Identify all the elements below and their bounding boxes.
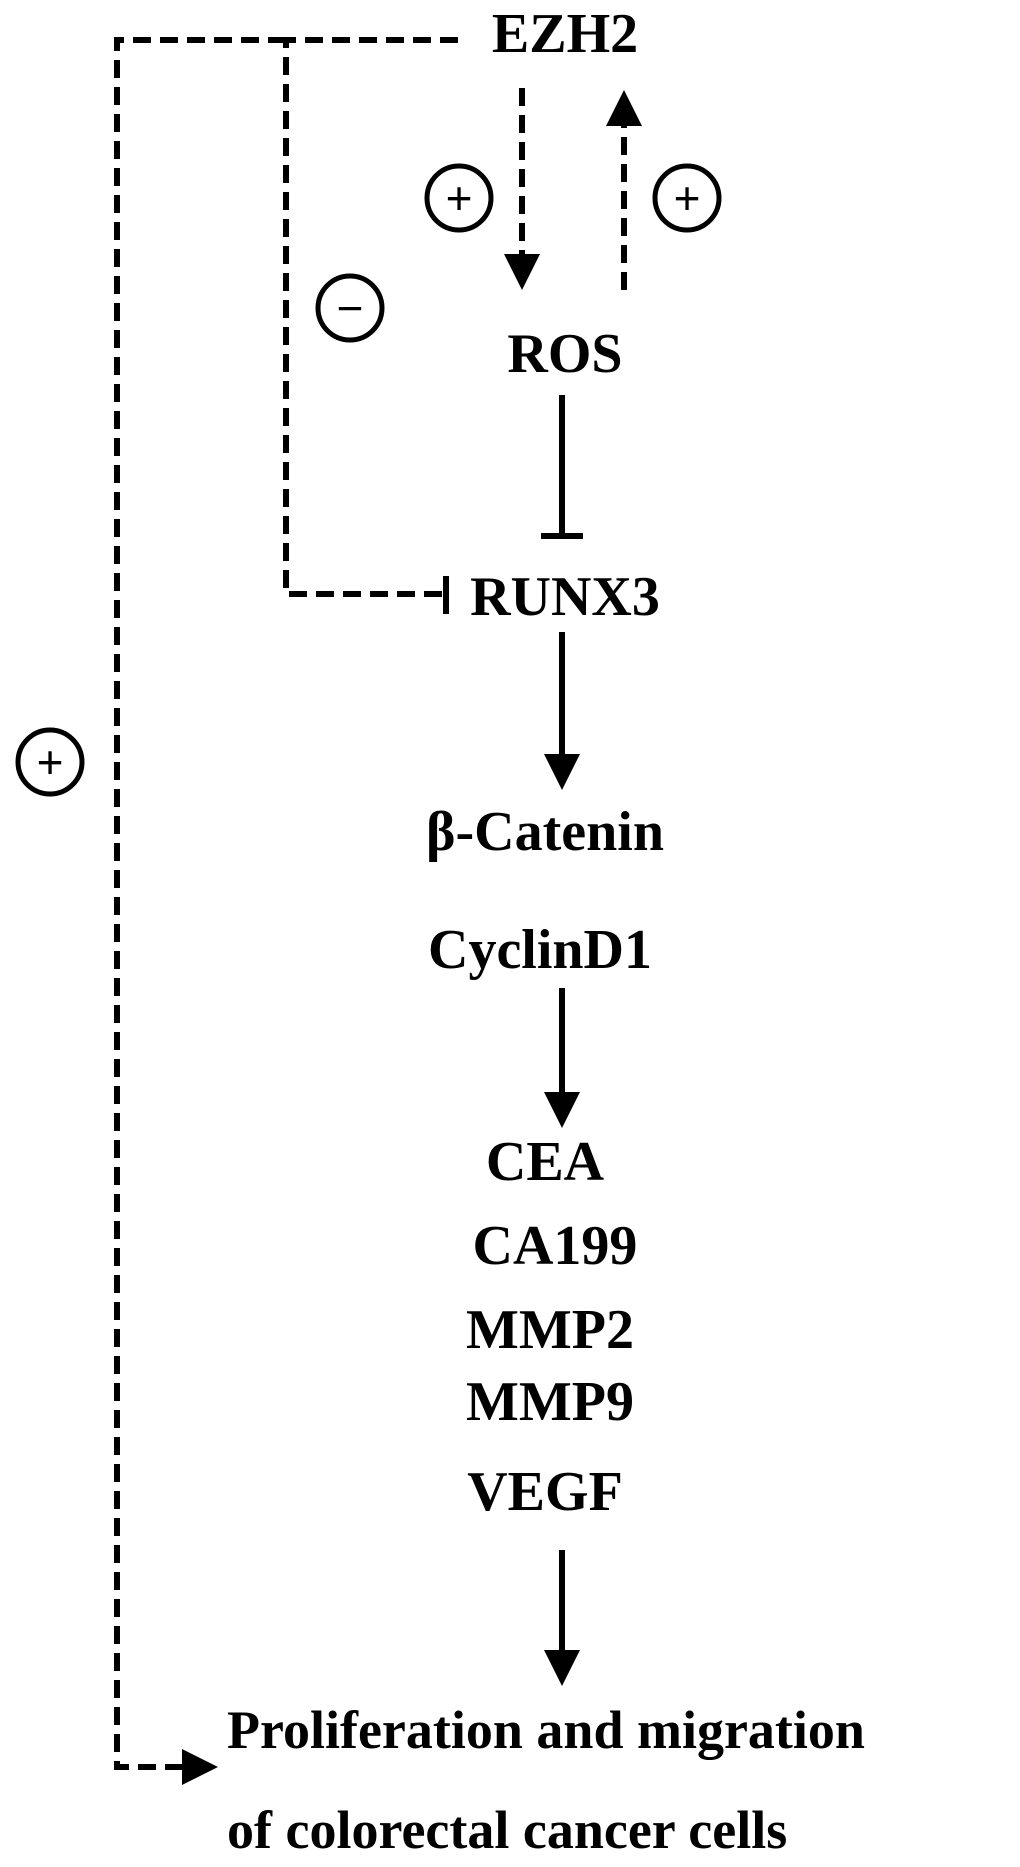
sign-ezh2-to-outcome: + [15,727,85,797]
node-outcome-line1: Proliferation and migration [227,1700,865,1760]
node-outcome-line2: of colorectal cancer cells [227,1800,787,1860]
sign-ros-to-ezh2: + [652,163,722,233]
arrow-ezh2-to-outcome [114,37,286,1785]
sign-ezh2-to-ros: + [424,163,494,233]
sign-plus-right: + [674,172,701,224]
inhibit-ezh2-runx3 [283,37,458,597]
sign-ezh2-inhibits-runx3: − [315,273,385,343]
node-beta-catenin: β-Catenin [426,801,664,863]
sign-plus-left: + [446,172,473,224]
node-runx3: RUNX3 [470,566,660,628]
node-cea: CEA [486,1131,605,1193]
node-cyclind1: CyclinD1 [428,919,652,981]
sign-plus-outer: + [37,736,64,788]
node-ca199: CA199 [473,1215,638,1277]
node-ezh2: EZH2 [492,3,638,65]
node-vegf: VEGF [467,1461,623,1523]
sign-minus: − [337,282,364,334]
node-mmp2: MMP2 [466,1299,634,1361]
node-ros: ROS [507,323,622,385]
node-mmp9: MMP9 [466,1371,634,1433]
